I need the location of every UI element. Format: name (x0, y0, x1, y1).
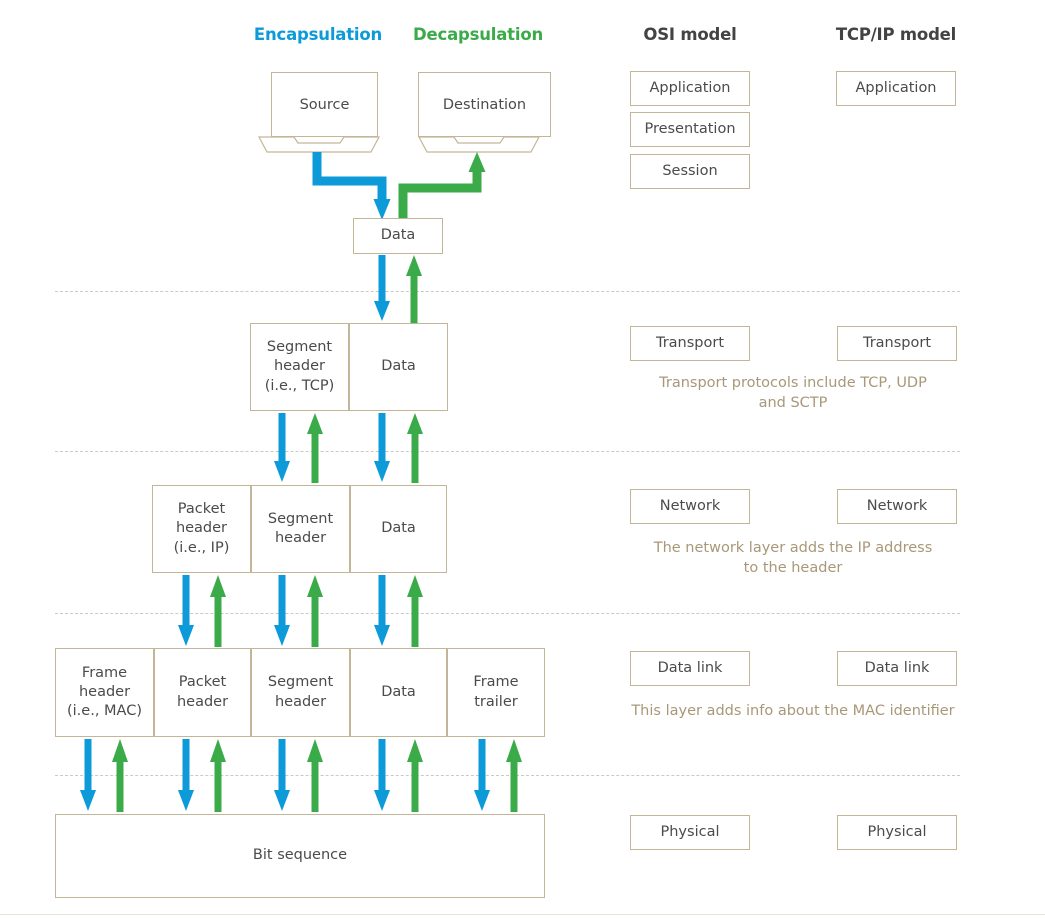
down-arrow-encapsulation (274, 575, 290, 646)
pdu-cell: Segment header (251, 485, 350, 573)
pdu-cell: Data (350, 485, 447, 573)
osi-layer-transport[interactable]: Transport (630, 326, 750, 361)
osi-layer-presentation[interactable]: Presentation (630, 112, 750, 147)
osi-layer-application[interactable]: Application (630, 71, 750, 106)
pdu-cell: Frame trailer (447, 648, 545, 737)
laptop-base-shape (418, 136, 540, 153)
down-arrow-encapsulation (274, 413, 290, 482)
up-arrow-decapsulation (307, 575, 323, 647)
pdu-cell: Segment header (i.e., TCP) (250, 323, 349, 411)
pdu-cell: Data (353, 218, 443, 254)
down-arrow-encapsulation (274, 739, 290, 811)
down-arrow-encapsulation (374, 575, 390, 646)
up-arrow-decapsulation (407, 413, 423, 483)
down-arrow-encapsulation (178, 575, 194, 646)
tcpip-layer-physical[interactable]: Physical (837, 815, 957, 850)
note-network-ip-address: The network layer adds the IP address to… (653, 540, 933, 576)
up-arrow-decapsulation (210, 575, 226, 647)
note-transport-protocols: Transport protocols include TCP, UDP and… (659, 375, 927, 411)
source-laptop-icon: Source (258, 72, 380, 153)
down-arrow-encapsulation (374, 739, 390, 811)
pdu-cell: Frame header (i.e., MAC) (55, 648, 154, 737)
decapsulation-elbow-arrow (398, 152, 486, 220)
pdu-cell: Bit sequence (55, 814, 545, 898)
down-arrow-encapsulation (178, 739, 194, 811)
column-heading-osi-model: OSI model (643, 25, 737, 44)
down-arrow-encapsulation (374, 413, 390, 482)
osi-layer-data-link[interactable]: Data link (630, 651, 750, 686)
column-heading-tcpip-model: TCP/IP model (835, 25, 957, 44)
up-arrow-decapsulation (407, 739, 423, 812)
pdu-cell: Data (350, 648, 447, 737)
pdu-cell: Packet header (154, 648, 251, 737)
layer-separator-network-datalink (55, 613, 960, 614)
layer-separator-datalink-physical (55, 775, 960, 776)
pdu-cell: Data (349, 323, 448, 411)
up-arrow-decapsulation (506, 739, 522, 812)
up-arrow-decapsulation (307, 413, 323, 483)
column-heading-encapsulation: Encapsulation (253, 25, 383, 44)
up-arrow-decapsulation (407, 575, 423, 647)
column-heading-decapsulation: Decapsulation (413, 25, 543, 44)
up-arrow-decapsulation (210, 739, 226, 812)
up-arrow-decapsulation (307, 739, 323, 812)
destination-label: Destination (418, 72, 551, 137)
layer-separator-transport-network (55, 451, 960, 452)
note-datalink-mac: This layer adds info about the MAC ident… (631, 703, 955, 719)
tcpip-layer-transport[interactable]: Transport (837, 326, 957, 361)
laptop-base-shape (258, 136, 380, 153)
osi-layer-physical[interactable]: Physical (630, 815, 750, 850)
down-arrow-encapsulation (474, 739, 490, 811)
osi-layer-network[interactable]: Network (630, 489, 750, 524)
layer-separator-app-transport (55, 291, 960, 292)
down-arrow-encapsulation (80, 739, 96, 811)
pdu-cell: Packet header (i.e., IP) (152, 485, 251, 573)
encapsulation-elbow-arrow (312, 152, 391, 220)
tcpip-layer-application[interactable]: Application (836, 71, 956, 106)
pdu-cell: Segment header (251, 648, 350, 737)
up-arrow-decapsulation (406, 255, 422, 323)
source-label: Source (271, 72, 378, 137)
osi-layer-session[interactable]: Session (630, 154, 750, 189)
up-arrow-decapsulation (112, 739, 128, 812)
tcpip-layer-data-link[interactable]: Data link (837, 651, 957, 686)
down-arrow-encapsulation (374, 255, 390, 321)
destination-laptop-icon: Destination (418, 72, 551, 153)
bottom-divider (0, 914, 1045, 915)
tcpip-layer-network[interactable]: Network (837, 489, 957, 524)
